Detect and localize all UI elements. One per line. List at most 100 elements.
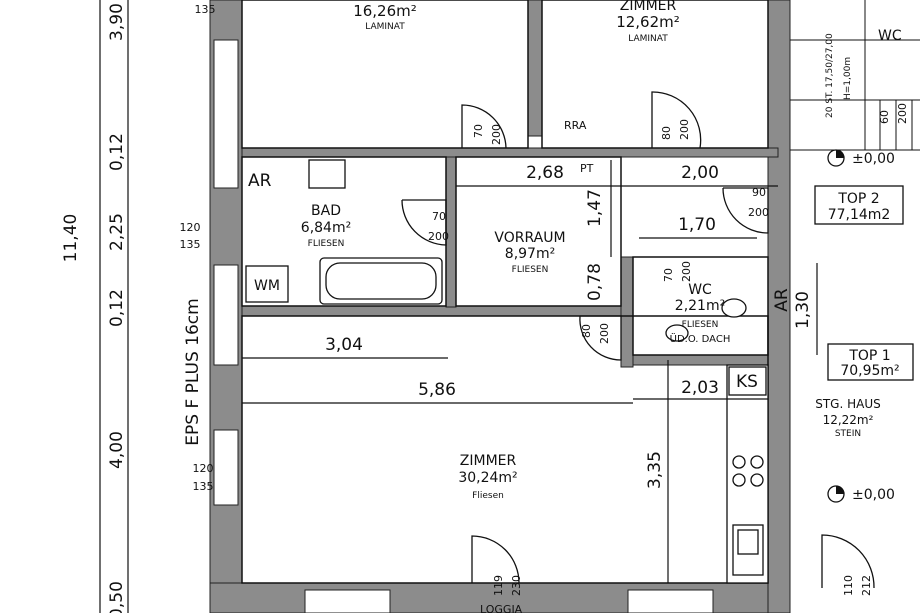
wc-name: WC [688,282,712,298]
outline-zimmer-top-left [241,0,529,149]
stg-haus-material: STEIN [835,429,861,439]
door-1-width: 70 [472,124,485,138]
top1-label: TOP 1 [848,348,890,364]
wc-top-label: WC [878,28,902,44]
door-swing-1 [461,104,507,149]
door-swing-4 [722,187,769,234]
door-8-width: 110 [842,575,855,596]
door-swing-3 [401,199,447,246]
dim-130: 1,30 [793,291,813,329]
ar-label-wc: AR [772,288,792,312]
zimmer-top-right-area: 12,62m² [616,13,680,31]
bath-fixtures [245,159,747,342]
dim-586: 5,86 [418,380,456,400]
window-2-top: 120 [193,462,214,475]
dim-304: 3,04 [325,335,363,355]
ks-box [728,366,767,396]
door-6-width: 80 [580,324,593,338]
door-9-height: 200 [896,103,909,124]
washbasin-frame [308,159,346,189]
hob-3 [732,473,746,487]
hob-4 [750,473,764,487]
window-3 [213,429,239,506]
zimmer-top-left-material: LAMINAT [365,22,405,32]
top1-area: 70,95m² [840,363,899,379]
hob-1 [732,455,746,469]
top1-box [827,343,914,381]
dim-050: 0,50 [107,581,127,613]
dim-012b: 0,12 [107,289,127,327]
dim-1140: 11,40 [61,214,81,263]
door-5-width: 70 [662,268,675,282]
door-3-width: 70 [432,210,446,223]
zimmer-top-right-name: ZIMMER [620,0,677,14]
washing-machine [245,265,289,303]
door-swing-5 [579,315,622,361]
door-swings [401,91,875,589]
staircase [790,0,920,151]
door-4-width: 90 [752,186,766,199]
door-7-width: 119 [492,575,505,596]
stg-haus-name: STG. HAUS [815,397,881,411]
level-a: ±0,00 [852,151,895,167]
window-1 [213,39,239,189]
outline-wc [632,256,769,356]
kitchen-counter [726,364,769,584]
wall-horizontal-top [241,147,779,158]
windows-left [213,39,714,613]
outline-vorraum [455,156,622,307]
outline-zimmer-top-right [541,0,769,149]
dim-078: 0,78 [585,263,605,301]
dim-390: 3,90 [107,3,127,41]
window-3-bot: 135 [195,3,216,16]
door-2-width: 80 [660,126,673,140]
bathtub-inner [325,262,437,300]
door-swing-2 [651,91,702,149]
door-7-height: 230 [510,575,523,596]
zimmer-top-left-area: 16,26m² [353,2,417,20]
dim-147: 1,47 [585,189,605,227]
door-3-height: 200 [428,230,449,243]
bad-name: BAD [311,203,341,219]
top2-label: TOP 2 [837,191,879,207]
window-bottom-1 [304,589,391,613]
ks-label: KS [736,372,758,392]
ar-label-bad: AR [248,171,272,191]
hob-2 [750,455,764,469]
wc-toilet [665,324,689,342]
bad-area: 6,84m² [301,220,351,236]
door-swing-7 [821,534,875,589]
window-bottom-2 [627,589,714,613]
wall-vorraum-wc [620,256,634,368]
dim-225: 2,25 [107,213,127,251]
dim-170: 1,70 [678,215,716,235]
wc-basin [721,298,747,318]
dim-400: 4,00 [107,431,127,469]
door-swing-6 [471,535,520,584]
window-1-bot: 135 [180,238,201,251]
top2-area: 77,14m2 [828,207,891,223]
stg-haus-area: 12,22m² [823,413,874,427]
door-4-height: 200 [748,206,769,219]
level-b: ±0,00 [852,487,895,503]
top2-box [814,185,904,225]
top-boxes [814,185,914,381]
rra-label: RRA [564,119,587,132]
vorraum-material: FLIESEN [512,265,549,275]
dim-200: 2,00 [681,163,719,183]
door-5-height: 200 [680,261,693,282]
door-2-height: 200 [678,119,691,140]
sink-basin [737,529,759,555]
zimmer-main-area: 30,24m² [458,470,517,486]
wm-label: WM [254,278,280,294]
zimmer-top-right-material: LAMINAT [628,34,668,44]
stair-info: 20 ST. 17,50/27,00 [825,33,835,118]
dim-268: 2,68 [526,163,564,183]
wall-horizontal-mid [241,305,628,317]
wall-wc-bottom [632,354,769,366]
dimension-lines [99,0,818,613]
zimmer-main-material: Fliesen [472,491,504,501]
zimmer-main-name: ZIMMER [460,453,517,469]
